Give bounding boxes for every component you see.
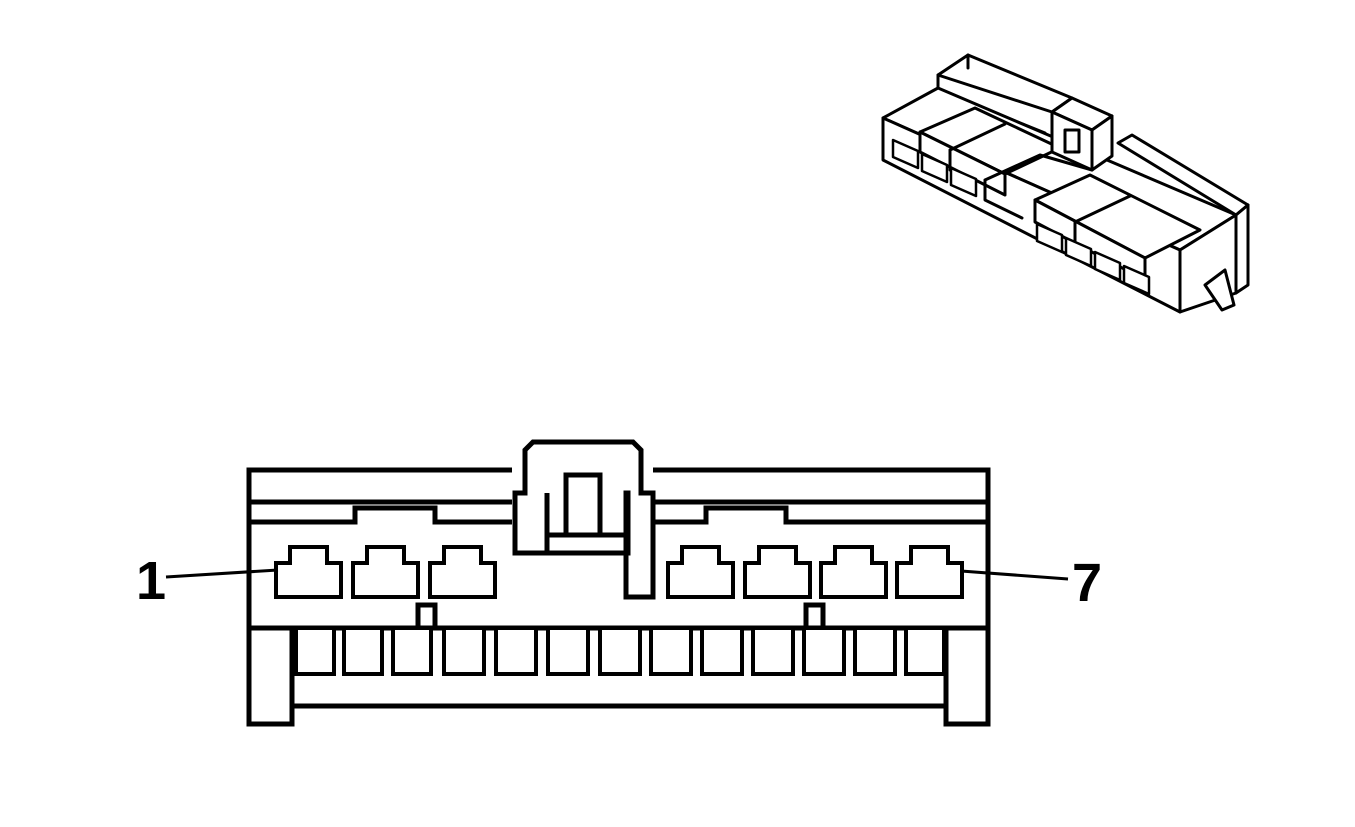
cavity-2 <box>351 545 420 599</box>
lower-slot <box>494 626 538 676</box>
isometric-cavity <box>891 138 920 170</box>
lower-slot <box>904 626 946 676</box>
face-cavities <box>274 545 964 599</box>
lower-slot <box>853 626 897 676</box>
face-key-left <box>415 602 438 631</box>
isometric-bottom-clip <box>1203 268 1236 312</box>
cavity-7 <box>895 545 964 599</box>
cavity-5 <box>743 545 812 599</box>
isometric-latch-tower-side <box>1090 114 1114 172</box>
lower-slot <box>294 626 336 676</box>
cavity-1 <box>274 545 343 599</box>
isometric-raised-block-right-inner <box>1073 194 1132 246</box>
isometric-cavity <box>1122 264 1151 296</box>
face-rib-right <box>653 505 988 525</box>
isometric-cavity <box>949 166 978 198</box>
leader-line-pin-1 <box>165 568 279 579</box>
lower-slot <box>649 626 693 676</box>
face-key-right <box>803 602 826 631</box>
pin-label-last: 7 <box>1072 553 1102 613</box>
cavity-4 <box>666 545 735 599</box>
lower-slot <box>598 626 642 676</box>
isometric-cavities-right <box>1035 222 1151 296</box>
face-latch-window <box>563 472 603 538</box>
isometric-raised-block-left-inner <box>948 122 1007 172</box>
lower-slot <box>802 626 846 676</box>
isometric-center-recess <box>983 153 1094 220</box>
connector-isometric-view <box>881 53 1250 314</box>
cavity-3 <box>428 545 497 599</box>
isometric-cavity <box>1093 250 1122 282</box>
lower-slot <box>391 626 433 676</box>
face-lower-slots <box>294 626 946 676</box>
cavity-6 <box>819 545 888 599</box>
leader-line-pin-7 <box>960 569 1069 581</box>
lower-slot <box>546 626 590 676</box>
face-rib-left <box>249 505 512 525</box>
isometric-cavity <box>1064 236 1093 268</box>
isometric-cavities-left <box>891 138 978 198</box>
lower-slot <box>342 626 384 676</box>
pin-label-first: 1 <box>136 551 166 611</box>
lower-slot <box>700 626 744 676</box>
lower-slot <box>751 626 795 676</box>
isometric-cavity <box>1035 222 1064 254</box>
isometric-latch-window <box>1063 128 1081 154</box>
lower-slot <box>442 626 486 676</box>
isometric-right-rail-side <box>1234 203 1250 295</box>
isometric-cavity <box>920 152 949 184</box>
